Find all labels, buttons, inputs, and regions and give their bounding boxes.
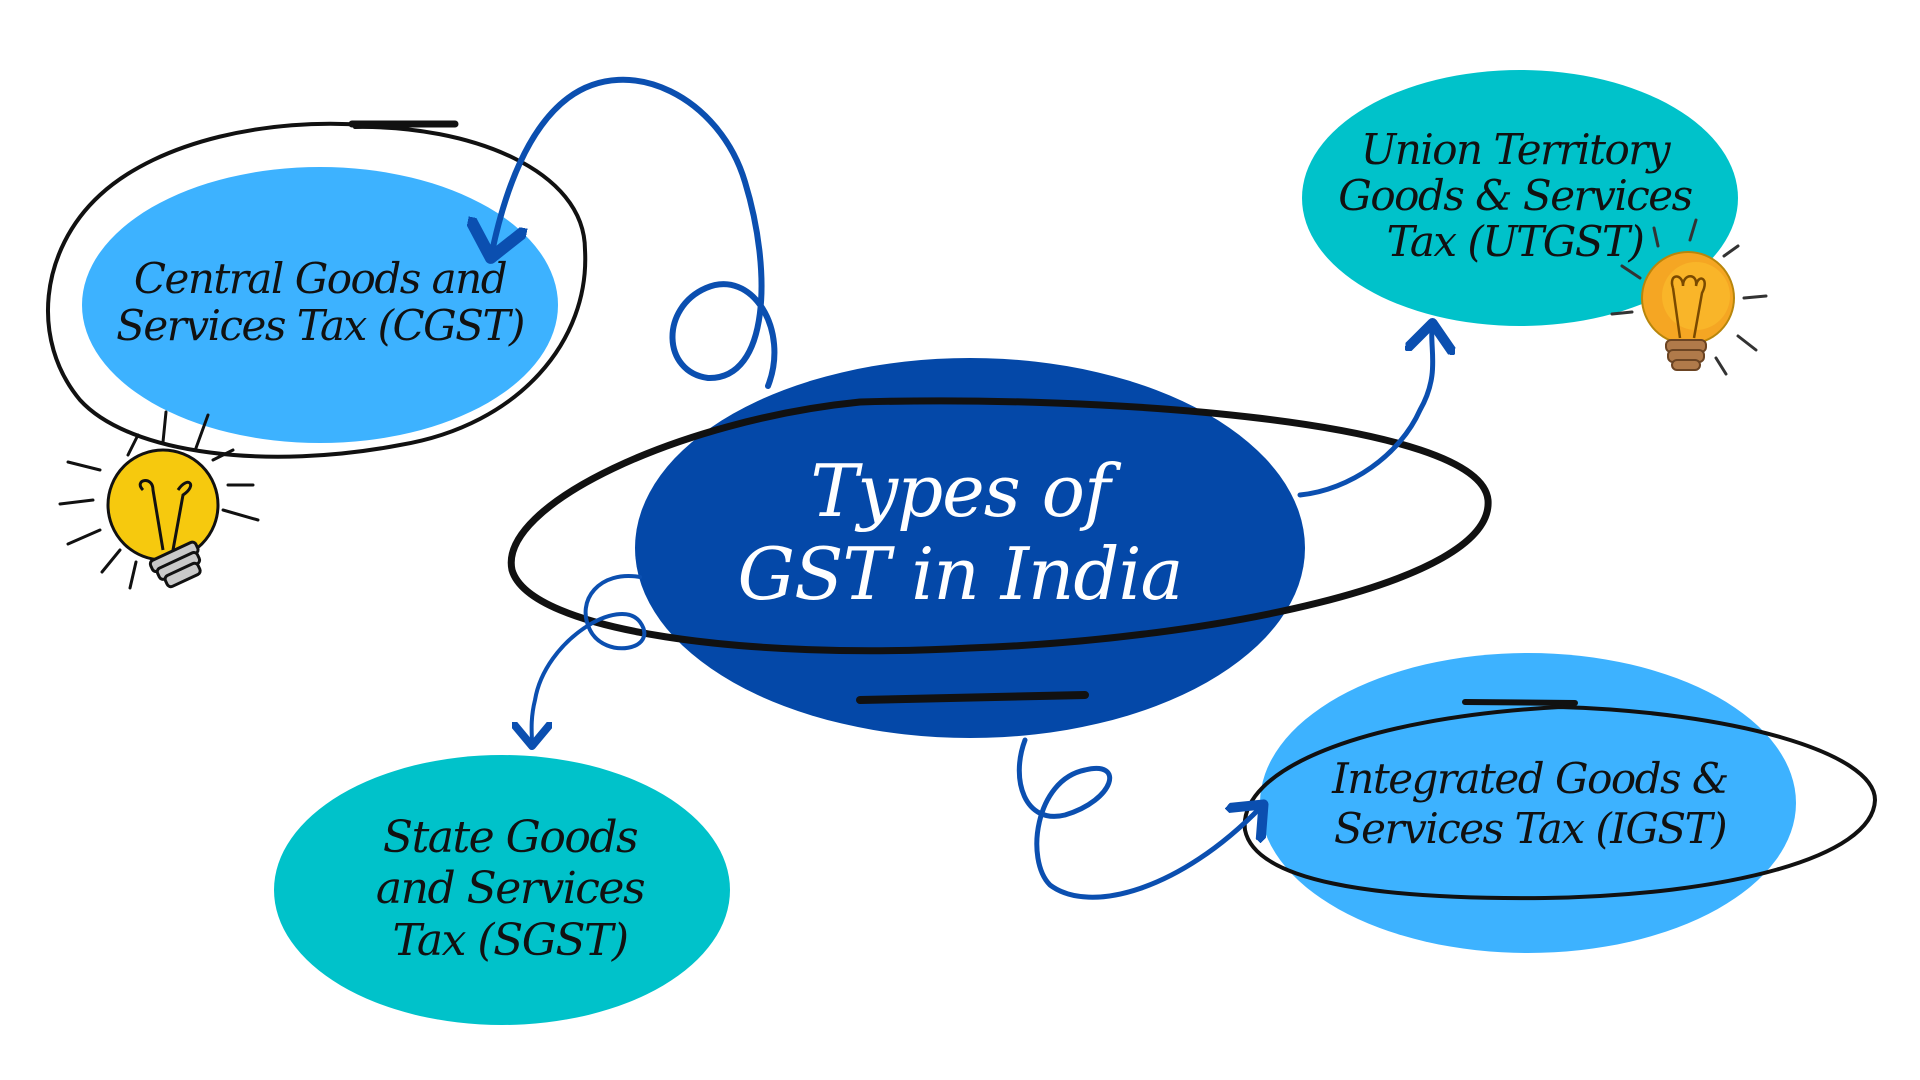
node-label-line: and Services <box>375 863 646 915</box>
cgst-node <box>82 167 558 443</box>
igst-label: Integrated Goods & Services Tax (IGST) <box>1290 754 1770 855</box>
node-label-line: Goods & Services <box>1338 171 1693 221</box>
utgst-label: Union Territory Goods & Services Tax (UT… <box>1310 125 1720 267</box>
title-line: Types of <box>810 449 1110 533</box>
node-label-line: Tax (UTGST) <box>1386 217 1645 267</box>
lightbulb-icon <box>58 410 260 590</box>
arrow-to-igst <box>1016 737 1260 900</box>
lightbulb-icon <box>1610 218 1768 376</box>
igst-scribble-ring <box>1242 705 1878 901</box>
cgst-label: Central Goods and Services Tax (CGST) <box>90 255 550 349</box>
center-node <box>635 358 1305 738</box>
node-label-line: Services Tax (IGST) <box>1333 804 1728 854</box>
center-scribble-tick <box>856 691 1089 704</box>
arrow-to-utgst <box>1297 328 1433 498</box>
diagram-title: Types of GST in India <box>660 450 1260 616</box>
node-label-line: Services Tax (CGST) <box>116 301 525 351</box>
utgst-node <box>1302 70 1738 326</box>
center-scribble-ring <box>507 397 1492 655</box>
arrow-to-cgst <box>492 76 778 389</box>
title-line: GST in India <box>737 531 1184 616</box>
cgst-scribble-ring <box>45 121 588 459</box>
node-label-line: Central Goods and <box>133 254 508 303</box>
node-label-line: State Goods <box>382 812 639 863</box>
sgst-label: State Goods and Services Tax (SGST) <box>330 812 690 966</box>
arrow-to-sgst <box>532 573 647 742</box>
node-label-line: Integrated Goods & <box>1332 754 1729 803</box>
igst-scribble-tick <box>1462 699 1578 706</box>
node-label-line: Union Territory <box>1360 125 1671 174</box>
node-label-line: Tax (SGST) <box>392 914 629 966</box>
sgst-node <box>274 755 730 1025</box>
